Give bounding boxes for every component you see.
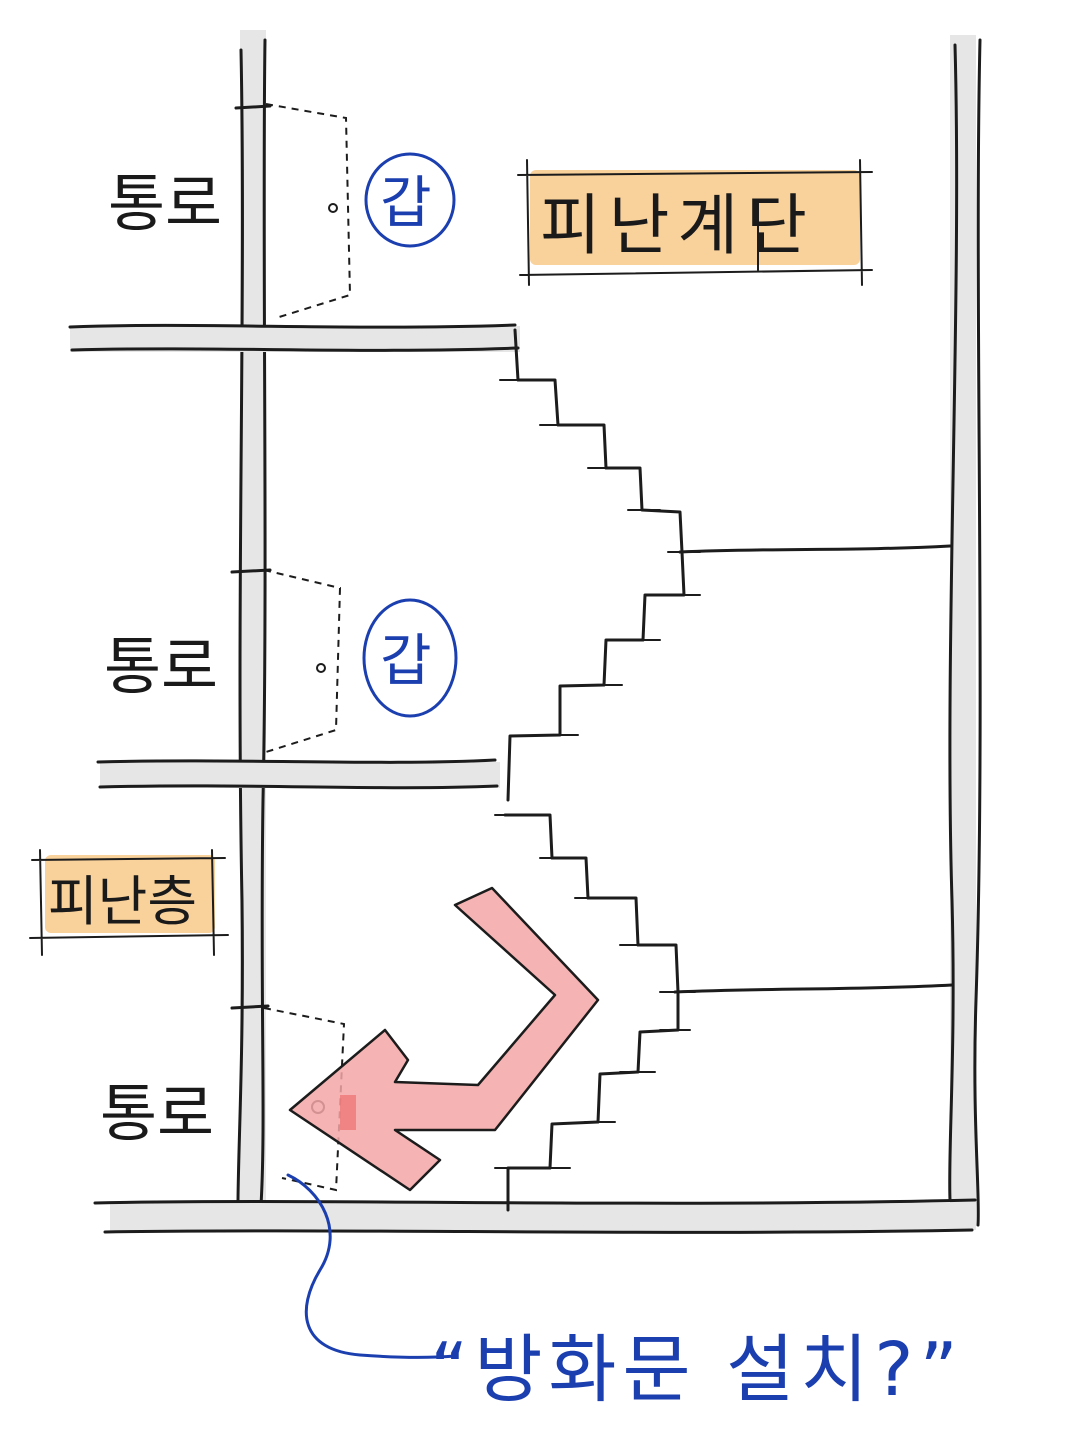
corridor-bottom-label: 통로 [100, 1077, 214, 1150]
arrow-inner-mark [340, 1095, 356, 1130]
walls [68, 30, 982, 1234]
arrow-shape [288, 886, 600, 1192]
staircase [494, 328, 701, 1212]
highlights [29, 159, 873, 956]
slab-top-line-a [68, 323, 517, 329]
room-middle-label: 갑 [380, 629, 432, 694]
room-circles [362, 152, 458, 718]
room-middle-circle [362, 598, 458, 718]
doors [230, 103, 352, 1192]
door-top [265, 103, 352, 319]
slab-middle-line-a [96, 758, 497, 764]
stair-upper-flight [506, 328, 686, 802]
right-wall-line-a [948, 43, 959, 1202]
room-top-label: 갑 [380, 171, 432, 236]
evac-stair-highlight [530, 170, 860, 265]
evac-floor-highlight [45, 855, 215, 933]
corridor-top-label: 통로 [108, 167, 222, 240]
evacuation-arrow [288, 886, 600, 1192]
stair-lower-flight [503, 813, 680, 1212]
right-wall-fill [950, 35, 976, 1230]
slab-ground-line-b [103, 1228, 974, 1234]
note-leader-line [286, 1173, 457, 1359]
room-top-circle [364, 152, 456, 248]
evac-floor-label: 피난층 [48, 870, 197, 933]
door-middle-knob [316, 663, 326, 673]
landing-line-upper [678, 544, 952, 554]
evac-floor-box-lines [29, 849, 229, 956]
corridor-middle-label: 통로 [104, 630, 218, 703]
slab-top-line-b [70, 346, 520, 352]
evac-stair-label: 피난계단 [540, 187, 815, 264]
slab-ground-line-a [93, 1198, 977, 1205]
door-hinge-bottom [230, 1004, 270, 1010]
door-hinge-middle [230, 568, 272, 574]
right-wall-line-b [973, 38, 982, 1227]
door-middle [263, 569, 342, 753]
stair-ticks [494, 379, 701, 1169]
door-bottom [263, 1007, 346, 1192]
slab-ground-fill [110, 1203, 970, 1231]
note-label: “방화문 설치?” [430, 1327, 964, 1413]
door-top-knob [328, 203, 338, 213]
landing-line-lower [673, 983, 954, 994]
left-wall-line-a [236, 48, 244, 1207]
evac-stair-box-lines [517, 159, 873, 286]
slab-middle-fill [100, 762, 500, 788]
left-wall-line-b [259, 38, 267, 1207]
door-hinge-top [234, 104, 272, 110]
slab-middle-line-b [98, 784, 499, 790]
